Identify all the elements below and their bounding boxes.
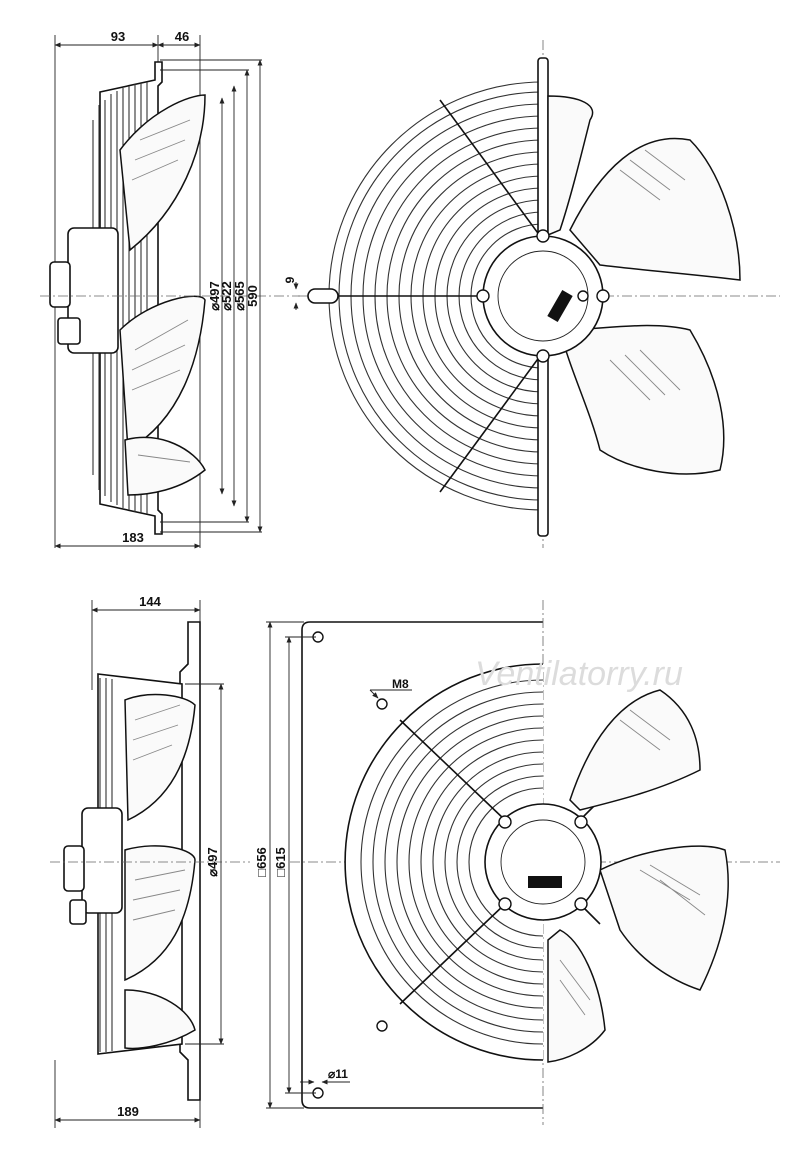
blade-side-3 [124, 436, 206, 496]
plate-holes [312, 631, 388, 1099]
dim-d565-label: ⌀565 [232, 281, 247, 311]
blade-side-bottom-2 [124, 845, 196, 982]
blade-front-top-3 [547, 95, 594, 237]
blade-front-top-hatching [609, 149, 686, 401]
dim-93-label: 93 [111, 29, 125, 44]
hub-inner-bottom [500, 819, 586, 905]
top-side-view: 93 46 [40, 29, 300, 549]
dim-9-label: 9 [283, 276, 297, 283]
motor-body-side-bottom [81, 807, 123, 914]
hole-d11-label: ⌀11 [328, 1067, 348, 1081]
cable-gland-side [57, 317, 81, 345]
rosenberg-logo-top [547, 290, 573, 322]
terminal-box-side-bottom [63, 845, 85, 892]
watermark-text: Ventilatorry.ru [475, 655, 683, 693]
dim-656-label: □656 [254, 847, 269, 877]
blade-front-top-2 [559, 324, 725, 475]
top-front-view: 9 [283, 40, 780, 548]
blade-front-bottom-1 [569, 689, 701, 811]
guard-rings-bottom [360, 679, 544, 1045]
inlet-ring-outer [344, 663, 544, 1061]
hub-bolts-top [476, 229, 610, 363]
dim-d497-label: ⌀497 [207, 281, 222, 311]
dim-d497-bottom-label: ⌀497 [205, 847, 220, 877]
dim-d522-label: ⌀522 [219, 281, 234, 311]
mounting-slot-top [307, 288, 339, 304]
bottom-front-view: M8 ⌀11 □656 □615 [254, 600, 780, 1125]
hub-bolts-bottom [498, 815, 588, 911]
blade-side-bottom-hatching [132, 704, 186, 921]
blade-side-1 [119, 94, 206, 252]
blade-front-top-1 [569, 137, 741, 281]
dim-183-label: 183 [122, 530, 144, 545]
blade-front-bottom-hatching [559, 709, 706, 1016]
blade-side-2 [119, 295, 206, 452]
blade-side-bottom-1 [124, 693, 196, 822]
dim-189-label: 189 [117, 1104, 139, 1119]
cable-gland-side-bottom [69, 899, 87, 925]
rosenberg-logo-bottom [528, 876, 562, 888]
bottom-side-view: 144 ⌀497 189 [50, 594, 250, 1128]
thread-m8-label: M8 [392, 677, 409, 691]
dim-46-label: 46 [175, 29, 189, 44]
dim-144-label: 144 [139, 594, 161, 609]
blade-front-bottom-2 [599, 845, 729, 991]
terminal-box-side [49, 261, 71, 308]
blade-side-hatching [131, 119, 191, 463]
blade-front-bottom-3 [547, 929, 606, 1063]
dim-615-label: □615 [273, 847, 288, 877]
hub-outer-bottom [484, 803, 602, 921]
leader-m8 [369, 689, 379, 699]
blade-side-bottom-3 [124, 989, 196, 1050]
dim-590-label: 590 [245, 285, 260, 307]
